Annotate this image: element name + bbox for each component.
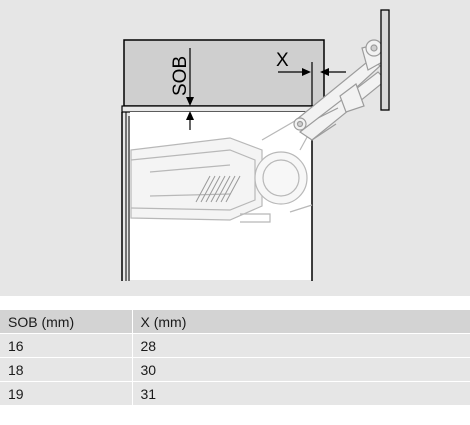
header-sob: SOB (mm)	[0, 310, 132, 334]
cell-x: 31	[131, 381, 470, 406]
vent-slots	[195, 175, 241, 203]
cell-x: 28	[131, 333, 470, 358]
cell-x: 30	[131, 357, 470, 382]
table-header-row: SOB (mm) X (mm)	[0, 310, 470, 334]
sob-label: SOB	[170, 56, 191, 96]
table-row: 16 28	[0, 333, 470, 358]
shelf-strip	[121, 105, 321, 113]
sob-dimension	[186, 48, 194, 130]
lift-mechanism	[130, 117, 313, 223]
cell-sob: 16	[0, 333, 132, 358]
table-row: 19 31	[0, 381, 470, 406]
sob-x-table: SOB (mm) X (mm) 16 28 18 30 19 31	[0, 310, 470, 406]
lift-mechanism-diagram: SOB X	[0, 0, 470, 296]
door	[380, 9, 390, 111]
table-row: 18 30	[0, 357, 470, 382]
header-x: X (mm)	[131, 310, 470, 334]
x-label: X	[276, 50, 289, 71]
top-panel	[123, 39, 325, 107]
cell-sob: 18	[0, 357, 132, 382]
x-dimension	[278, 62, 346, 106]
cell-sob: 19	[0, 381, 132, 406]
